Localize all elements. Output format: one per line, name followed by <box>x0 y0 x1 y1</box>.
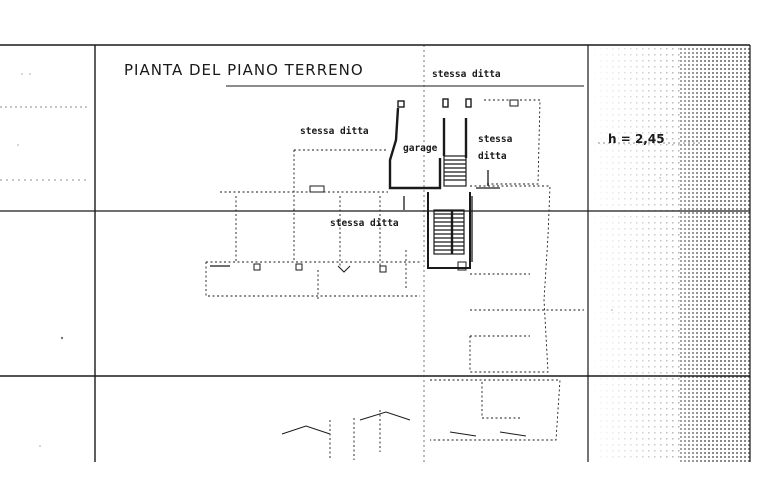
garage-posts <box>397 98 472 108</box>
paper-speckle <box>17 73 661 447</box>
fixture-marks <box>253 99 527 437</box>
screen-tone-panel <box>588 46 750 462</box>
label-same-company-right-2: ditta <box>478 151 507 162</box>
label-same-company-left: stessa ditta <box>300 126 369 137</box>
label-same-company-top: stessa ditta <box>432 69 501 80</box>
plan-title: PIANTA DEL PIANO TERRENO <box>124 61 364 79</box>
garage-walls <box>388 107 468 190</box>
interior-walls <box>210 170 500 267</box>
boundary-dotted-lines <box>205 99 584 460</box>
ceiling-height-label: h = 2,45 <box>608 132 665 146</box>
sheet-frame <box>0 44 751 462</box>
label-garage: garage <box>403 143 438 154</box>
staircase <box>427 155 471 269</box>
label-same-company-right-1: stessa <box>478 134 513 145</box>
label-same-company-middle: stessa ditta <box>330 218 399 229</box>
